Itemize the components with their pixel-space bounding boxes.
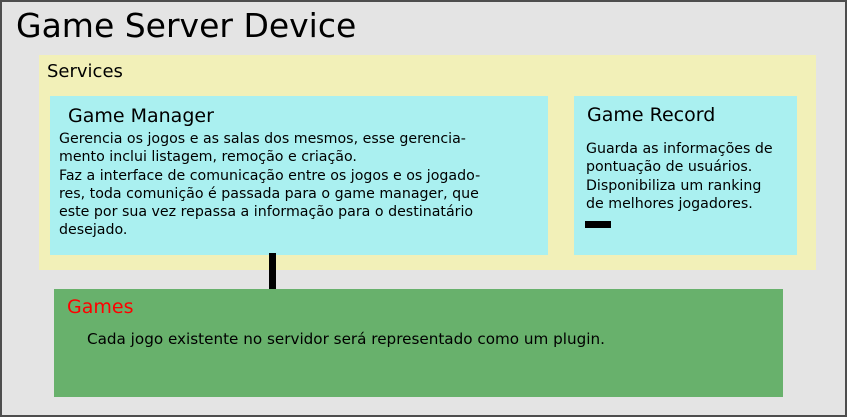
service-card-game-record[interactable]: Game Record Guarda as informações de pon… (574, 96, 797, 255)
games-panel-label: Games (67, 296, 134, 318)
services-panel: Services Game Manager Gerencia os jogos … (39, 55, 816, 270)
connector-manager-to-record (585, 221, 611, 228)
games-panel[interactable]: Games Cada jogo existente no servidor se… (54, 289, 783, 397)
card-body-game-record: Guarda as informações de pontuação de us… (586, 141, 773, 212)
games-panel-body: Cada jogo existente no servidor será rep… (87, 330, 605, 348)
connector-manager-to-games (269, 253, 276, 293)
card-body-game-manager: Gerencia os jogos e as salas dos mesmos,… (59, 131, 481, 239)
page-title: Game Server Device (16, 6, 357, 45)
card-title-game-record: Game Record (587, 104, 716, 126)
card-title-game-manager: Game Manager (68, 105, 214, 127)
service-card-game-manager[interactable]: Game Manager Gerencia os jogos e as sala… (50, 96, 548, 255)
services-panel-label: Services (47, 61, 123, 82)
